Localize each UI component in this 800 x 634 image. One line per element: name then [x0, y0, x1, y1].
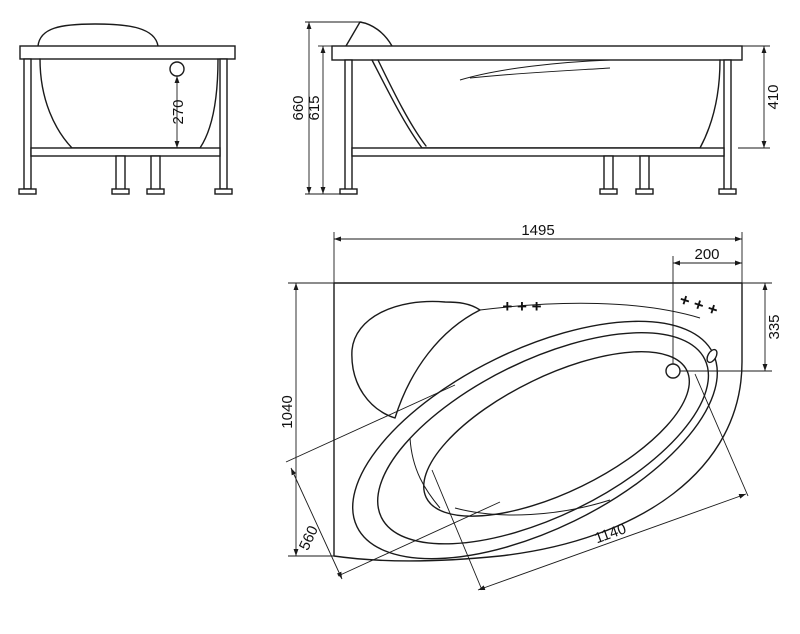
- dim-label-end-height: 410: [765, 84, 782, 109]
- dim-label-drain-depth: 335: [766, 314, 783, 339]
- dim-label-overall-width: 1040: [279, 395, 296, 428]
- foot-pad-1: [18, 188, 37, 195]
- leg-right-end: [219, 58, 228, 190]
- dim-line-inner-length: [477, 493, 747, 591]
- front-view-long: 660 615 410: [290, 21, 782, 195]
- overflow-top-icon: [706, 348, 718, 364]
- bathtub-bowl-end: [39, 58, 219, 149]
- foot-pad-front-3: [635, 188, 654, 195]
- basin-contour-1: [409, 437, 441, 509]
- drain-icon: [665, 363, 681, 379]
- basin-ellipse-inner: [423, 351, 691, 517]
- leg-left-front: [344, 59, 353, 191]
- foot-pad-4: [214, 188, 233, 195]
- leg-left-end: [23, 58, 32, 190]
- headrest-front: [345, 21, 393, 47]
- dim-label-drain-offset: 200: [694, 246, 719, 263]
- contour-line-1: [459, 59, 611, 81]
- dim-line-inner-width: [290, 467, 343, 580]
- frame-bar-end: [30, 147, 221, 157]
- foot-pad-3: [146, 188, 165, 195]
- foot-pad-front-4: [718, 188, 737, 195]
- rim-ellipse-outer: [352, 320, 718, 560]
- seat-lobe: [351, 300, 481, 419]
- dim-label-inner-length: 1140: [592, 520, 628, 547]
- ext-line-1140-right: [694, 373, 749, 497]
- backrest-line: [377, 59, 427, 147]
- headrest-end: [37, 23, 159, 47]
- rim-end: [19, 45, 236, 60]
- side-view-end: 270: [18, 23, 236, 195]
- ext-line-1140-left: [431, 469, 483, 591]
- basin-contour-2: [454, 499, 611, 516]
- bathtub-outline-top: [333, 282, 743, 562]
- rim-front: [331, 45, 743, 61]
- rim-top-contour: [479, 302, 701, 319]
- dim-label-overall-length: 1495: [521, 222, 554, 239]
- dim-label-overflow-height: 270: [170, 99, 187, 124]
- jets-icon-right: + + +: [677, 290, 720, 320]
- overflow-icon: [169, 61, 185, 77]
- dim-label-total-height: 660: [290, 95, 307, 120]
- bathtub-bowl-front: [371, 59, 721, 149]
- ext-line-560-bottom: [337, 501, 501, 577]
- leg-right-front: [723, 59, 732, 191]
- support-foot-2: [150, 155, 161, 192]
- support-foot-front-2: [639, 155, 650, 192]
- contour-line-2: [469, 67, 611, 79]
- support-foot-front-1: [603, 155, 614, 192]
- top-view: + + + + + + 1495 200 335 1040 560 1: [279, 222, 783, 591]
- foot-pad-front-1: [339, 188, 358, 195]
- support-foot-1: [115, 155, 126, 192]
- jets-icon-left: + + +: [502, 297, 541, 316]
- frame-bar-front: [351, 147, 725, 157]
- foot-pad-front-2: [599, 188, 618, 195]
- dim-label-rim-height: 615: [306, 95, 323, 120]
- foot-pad-2: [111, 188, 130, 195]
- rim-ellipse-mid: [377, 332, 710, 545]
- ext-line-560-top: [285, 384, 456, 463]
